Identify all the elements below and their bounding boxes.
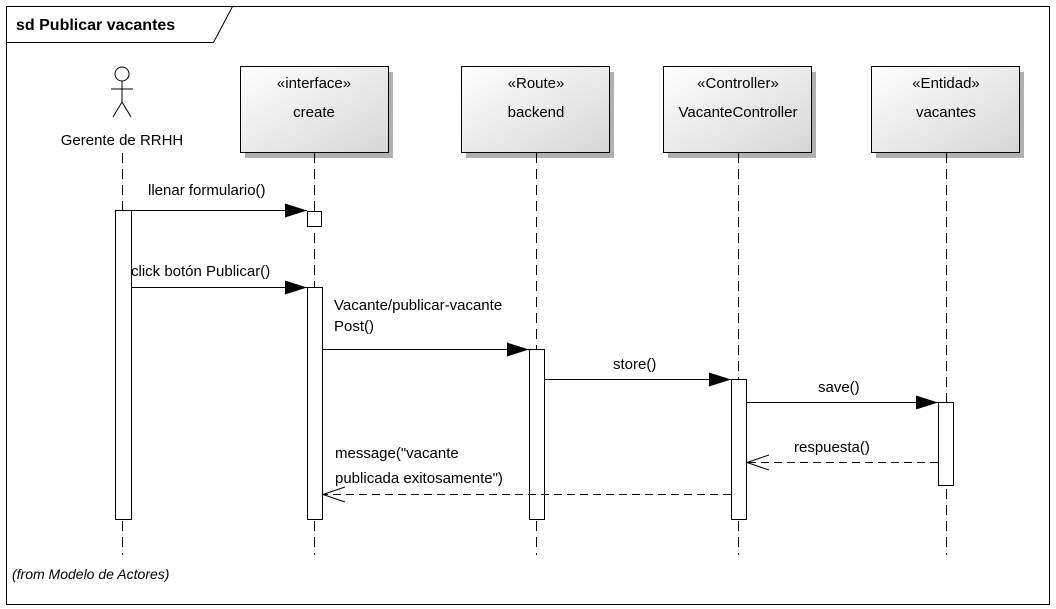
message-arrowhead	[916, 395, 938, 410]
message-label: Vacante/publicar-vacante	[334, 297, 502, 314]
lifeline-stereotype: «interface»	[277, 75, 351, 92]
lifeline-head-box	[663, 66, 812, 153]
actor-leg-left	[112, 101, 123, 118]
message-vacante-publicada: message("vacante publicada exitosamente"…	[321, 445, 731, 503]
lifeline-stereotype: «Route»	[508, 75, 565, 92]
message-label: respuesta()	[794, 439, 870, 456]
lifeline-name: create	[293, 104, 335, 121]
lifeline-stereotype: «Entidad»	[912, 75, 980, 92]
message-label: store()	[613, 356, 656, 373]
actor-head	[114, 66, 130, 82]
lifeline-head-vacantes: «Entidad» vacantes	[871, 66, 1024, 158]
lifeline-name: VacanteController	[679, 104, 798, 121]
message-arrowhead	[285, 280, 307, 295]
message-open-arrowhead	[321, 486, 346, 503]
lifeline-head-box	[240, 66, 389, 153]
activation-bar-vacantes	[938, 402, 954, 486]
activation-bar-vacantecontroller	[731, 379, 747, 520]
message-open-arrowhead	[745, 454, 770, 471]
actor-leg-right	[121, 101, 132, 118]
message-llenar-formulario: llenar formulario()	[132, 182, 307, 218]
frame-title-tab	[6, 6, 233, 43]
message-label: publicada exitosamente")	[335, 470, 503, 487]
lifeline-head-box	[461, 66, 610, 153]
lifeline-head-vacantecontroller: «Controller» VacanteController	[663, 66, 816, 158]
activation-bar-actor	[115, 210, 132, 520]
lifeline-head-backend: «Route» backend	[461, 66, 614, 158]
lifeline-name: vacantes	[916, 104, 976, 121]
actor-gerente	[111, 66, 133, 118]
activation-bar-create	[307, 287, 323, 520]
lifeline-name: backend	[508, 104, 565, 121]
message-store: store()	[545, 356, 731, 387]
footer-note: (from Modelo de Actores)	[12, 566, 169, 582]
message-label: save()	[818, 379, 860, 396]
actor-name: Gerente de RRHH	[61, 132, 184, 149]
message-save: save()	[747, 379, 938, 410]
message-label: Post()	[334, 318, 374, 335]
message-arrowhead	[507, 342, 529, 357]
activation-bar-backend	[529, 349, 545, 520]
message-click-boton-publicar: click botón Publicar()	[131, 263, 307, 295]
message-label: click botón Publicar()	[131, 263, 270, 280]
activation-bar-create-small	[307, 211, 322, 227]
frame-title: sd Publicar vacantes	[16, 17, 175, 34]
lifeline-head-create: «interface» create	[240, 66, 393, 158]
message-label: llenar formulario()	[148, 182, 266, 199]
message-arrowhead	[285, 203, 307, 218]
message-respuesta: respuesta()	[745, 439, 938, 471]
lifeline-stereotype: «Controller»	[697, 75, 779, 92]
message-arrowhead	[709, 372, 731, 387]
lifeline-head-box	[871, 66, 1020, 153]
message-publicar-vacante-post: Vacante/publicar-vacante Post()	[323, 297, 529, 357]
message-label: message("vacante	[335, 445, 459, 462]
